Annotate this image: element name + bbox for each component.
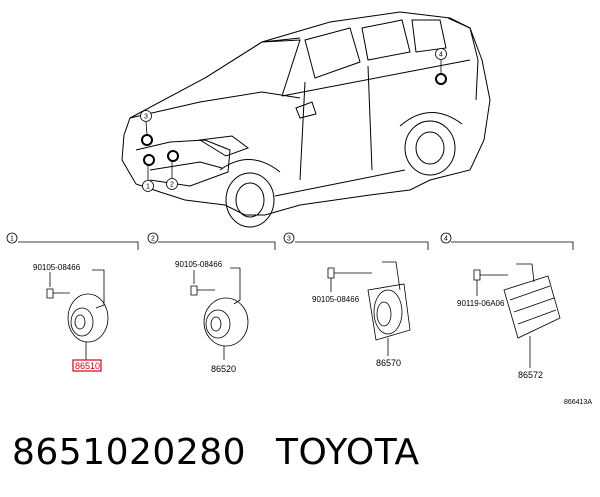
- brand-name: TOYOTA: [276, 432, 420, 473]
- section-callout-4: 4: [444, 236, 448, 243]
- marker-front-1: [143, 154, 155, 166]
- part-number: 8651020280: [12, 432, 247, 473]
- section-brackets: [18, 241, 574, 250]
- group-3-bracket-icon: [382, 261, 401, 291]
- group-1-part-highlight: [72, 359, 102, 372]
- group-3-horn-icon: [367, 283, 411, 341]
- section-callout-1: 1: [10, 236, 14, 243]
- group-3-bolt-icon: [327, 267, 335, 279]
- group-1-bracket-icon: [92, 269, 105, 309]
- vehicle-callout-1: 1: [146, 184, 150, 191]
- section-callout-2: 2: [151, 236, 155, 243]
- section-callouts: 1 2 3 4: [6, 232, 452, 244]
- group-2-bracket-icon: [230, 267, 241, 305]
- group-1-bolt-label: 90105-08466: [33, 263, 81, 272]
- group-4-bracket-icon: [516, 263, 535, 283]
- group-1-bolt-icon: [46, 288, 54, 299]
- group-3-horn: 90105-08466 86570: [312, 261, 411, 368]
- group-2-horn-icon: [203, 297, 249, 347]
- vehicle-callout-4: 4: [439, 52, 443, 59]
- section-callout-3: 3: [287, 236, 291, 243]
- group-2-horn: 90105-08466 86520: [175, 260, 249, 374]
- group-3-bolt-label: 90105-08466: [312, 295, 360, 304]
- vehicle-callout-3: 3: [144, 114, 148, 121]
- group-1-horn: 90105-08466 86510: [33, 263, 109, 372]
- vehicle-callout-2: 2: [170, 182, 174, 189]
- group-4-bolt-icon: [473, 269, 481, 281]
- group-1-horn-icon: [67, 293, 109, 343]
- group-4-module-icon: [503, 275, 561, 339]
- diagram-code: 866413A: [564, 399, 592, 406]
- part-info-footer: 8651020280 TOYOTA: [12, 432, 420, 482]
- group-2-bolt-label: 90105-08466: [175, 260, 223, 269]
- group-4-module: 90119-06A06 86572: [457, 263, 561, 380]
- vehicle-part-markers: [141, 73, 447, 166]
- group-4-part-label[interactable]: 86572: [518, 370, 543, 380]
- group-1-part-label[interactable]: 86510: [75, 361, 100, 371]
- group-2-part-label[interactable]: 86520: [211, 364, 236, 374]
- vehicle-illustration: [121, 11, 491, 228]
- group-2-bolt-icon: [190, 285, 198, 296]
- vehicle-callout-badges: 3 1 2 4: [140, 48, 447, 192]
- marker-front-2: [167, 150, 179, 162]
- vehicle-callouts: [145, 60, 442, 180]
- marker-rear: [435, 73, 447, 85]
- parts-diagram: 3 1 2 4 1 2 3 4 90105-08466: [6, 11, 592, 406]
- group-4-bolt-label: 90119-06A06: [457, 299, 505, 308]
- marker-front-left: [141, 134, 153, 146]
- group-3-part-label[interactable]: 86570: [376, 358, 401, 368]
